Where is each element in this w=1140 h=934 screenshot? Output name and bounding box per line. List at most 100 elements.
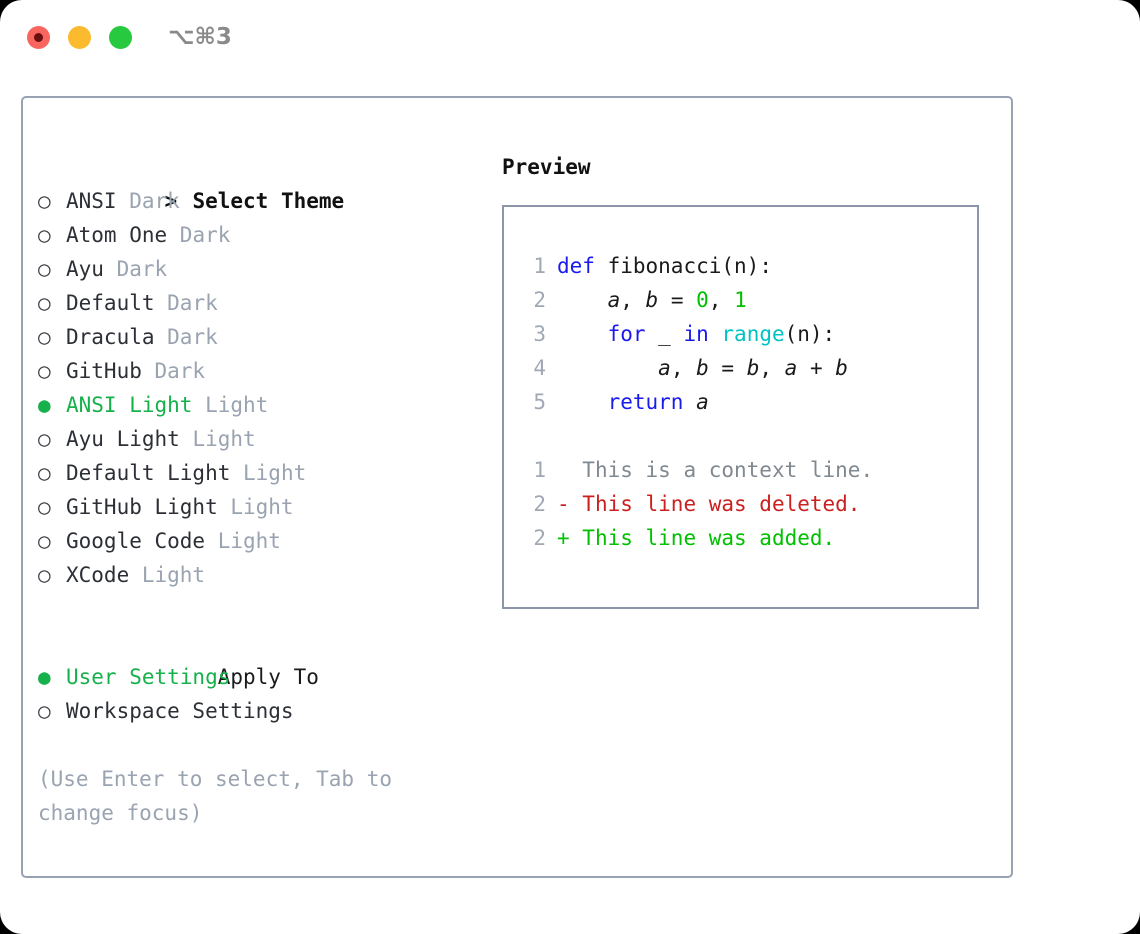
- diff-text: This line was deleted.: [569, 492, 861, 516]
- apply-to-label: Workspace Settings: [66, 699, 294, 723]
- apply-to-block: >Apply To ● User Settings ○ Workspace Setti…: [38, 626, 478, 728]
- code-token: def: [557, 254, 595, 278]
- code-token: (n):: [784, 322, 836, 346]
- line-number: 3: [533, 322, 546, 346]
- diff-marker: [557, 458, 570, 482]
- radio-unselected-icon: ○: [38, 257, 51, 281]
- theme-list-item[interactable]: ○XCode Light: [38, 558, 478, 592]
- code-token: +: [797, 356, 836, 380]
- apply-to-list: ● User Settings ○ Workspace Settings: [38, 660, 478, 728]
- code-token: [557, 288, 608, 312]
- theme-variant-tag: Light: [179, 427, 256, 451]
- code-token: ,: [708, 288, 735, 312]
- theme-list-item[interactable]: ○GitHub Light Light: [38, 490, 478, 524]
- code-token: a: [607, 288, 621, 312]
- theme-name-label: Google Code: [66, 529, 206, 553]
- theme-variant-tag: Dark: [167, 223, 231, 247]
- code-token: [709, 322, 722, 346]
- theme-name-label: Default: [66, 291, 155, 315]
- code-token: in: [683, 322, 709, 346]
- line-number: 2: [533, 288, 546, 312]
- preview-title: Preview: [502, 155, 591, 179]
- theme-list-item[interactable]: ○ Atom One Dark: [38, 218, 478, 252]
- theme-name-label: ANSI: [66, 189, 117, 213]
- theme-variant-tag: Dark: [116, 189, 180, 213]
- code-token: [557, 356, 658, 380]
- line-number: 2: [533, 492, 546, 516]
- radio-unselected-icon: ○: [38, 563, 51, 587]
- line-number: 1: [533, 254, 546, 278]
- code-token: range: [721, 322, 785, 346]
- code-token: [557, 390, 608, 414]
- apply-to-item[interactable]: ○ Workspace Settings: [38, 694, 478, 728]
- theme-list-item[interactable]: ○Default Light Light: [38, 456, 478, 490]
- code-line: 5 return a: [518, 385, 873, 419]
- code-token: a: [696, 390, 709, 414]
- apply-to-header: >Apply To: [38, 626, 478, 689]
- code-token: (n):: [721, 254, 772, 278]
- radio-selected-icon: ●: [38, 665, 51, 689]
- theme-list-item[interactable]: ●ANSI Light Light: [38, 388, 478, 422]
- radio-unselected-icon: ○: [38, 291, 51, 315]
- apply-to-item[interactable]: ● User Settings: [38, 660, 478, 694]
- code-token: b: [645, 288, 659, 312]
- line-number: 5: [533, 390, 546, 414]
- theme-list-title: Select Theme: [192, 189, 345, 213]
- theme-list-item[interactable]: ○ Google Code Light: [38, 524, 478, 558]
- diff-marker: -: [557, 492, 570, 516]
- code-token: a: [784, 356, 798, 380]
- shortcut-label: ⌥⌘3: [168, 24, 232, 50]
- code-token: ,: [670, 356, 697, 380]
- line-number: 1: [533, 458, 546, 482]
- radio-selected-icon: ●: [38, 393, 51, 417]
- code-token: 1: [734, 288, 747, 312]
- theme-variant-tag: Dark: [154, 291, 218, 315]
- diff-text: This line was added.: [569, 526, 836, 550]
- main-panel: >Select Theme ○ANSI Dark○Atom One Dark○A…: [21, 96, 1013, 878]
- line-number: 4: [533, 356, 546, 380]
- theme-variant-tag: Light: [129, 563, 206, 587]
- theme-list: ○ANSI Dark○Atom One Dark○Ayu Dark○Defaul…: [38, 184, 478, 592]
- selection-caret-icon: >: [164, 189, 178, 213]
- radio-unselected-icon: ○: [38, 359, 51, 383]
- theme-name-label: Atom One: [66, 223, 168, 247]
- theme-list-header: > Select Theme: [38, 150, 478, 213]
- theme-variant-tag: Light: [205, 529, 281, 553]
- radio-unselected-icon: ○: [38, 699, 51, 723]
- code-token: for: [607, 322, 646, 346]
- radio-unselected-icon: ○: [38, 223, 51, 247]
- theme-variant-tag: Dark: [141, 359, 206, 383]
- radio-unselected-icon: ○: [38, 461, 51, 485]
- apply-to-label: User Settings: [66, 665, 231, 689]
- diff-line: 2- This line was deleted.: [518, 487, 873, 521]
- code-token: _: [645, 322, 684, 346]
- close-button-icon[interactable]: [27, 26, 50, 49]
- diff-marker: +: [557, 526, 570, 550]
- radio-unselected-icon: ○: [38, 189, 51, 213]
- code-token: a: [658, 356, 671, 380]
- theme-list-item[interactable]: ○ Default Dark: [38, 286, 478, 320]
- code-line: 3 for _ in range(n):: [518, 317, 873, 351]
- theme-variant-tag: Light: [230, 461, 307, 485]
- maximize-button-icon[interactable]: [109, 26, 132, 49]
- theme-list-item[interactable]: ○GitHub Dark: [38, 354, 478, 388]
- code-token: b: [696, 356, 709, 380]
- theme-list-item[interactable]: ○ ANSI Dark: [38, 184, 478, 218]
- theme-variant-tag: Light: [217, 495, 294, 519]
- code-token: [557, 322, 608, 346]
- radio-unselected-icon: ○: [38, 529, 51, 553]
- theme-name-label: Ayu Light: [66, 427, 180, 451]
- theme-list-item[interactable]: ○Ayu Light Light: [38, 422, 478, 456]
- theme-list-item[interactable]: ○Dracula Dark: [38, 320, 478, 354]
- code-token: b: [835, 356, 848, 380]
- diff-line: 1 This is a context line.: [518, 453, 873, 487]
- theme-list-item[interactable]: ○Ayu Dark: [38, 252, 478, 286]
- minimize-button-icon[interactable]: [68, 26, 91, 49]
- diff-line: 2+ This line was added.: [518, 521, 873, 555]
- theme-selection-column: >Select Theme ○ANSI Dark○Atom One Dark○A…: [38, 150, 478, 830]
- title-bar: ⌥⌘3: [0, 0, 1140, 78]
- code-line: 4 a, b = b, a + b: [518, 351, 873, 385]
